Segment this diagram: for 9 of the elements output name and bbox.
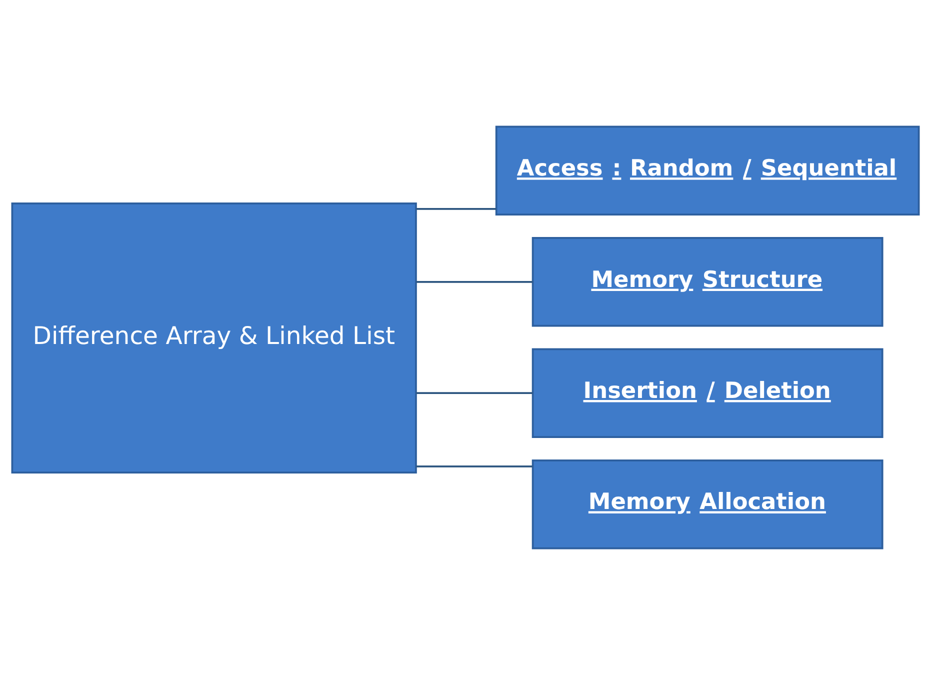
node-box: Insertion / Deletion <box>532 348 884 438</box>
node-box: Access : Random / Sequential <box>495 126 920 216</box>
node-box: Memory Allocation <box>532 459 884 550</box>
node-box: Memory Structure <box>532 237 884 327</box>
connector <box>416 392 533 394</box>
connector <box>416 208 496 210</box>
node-box: Difference Array & Linked List <box>11 202 417 474</box>
connector <box>416 280 533 283</box>
connector <box>416 466 533 468</box>
